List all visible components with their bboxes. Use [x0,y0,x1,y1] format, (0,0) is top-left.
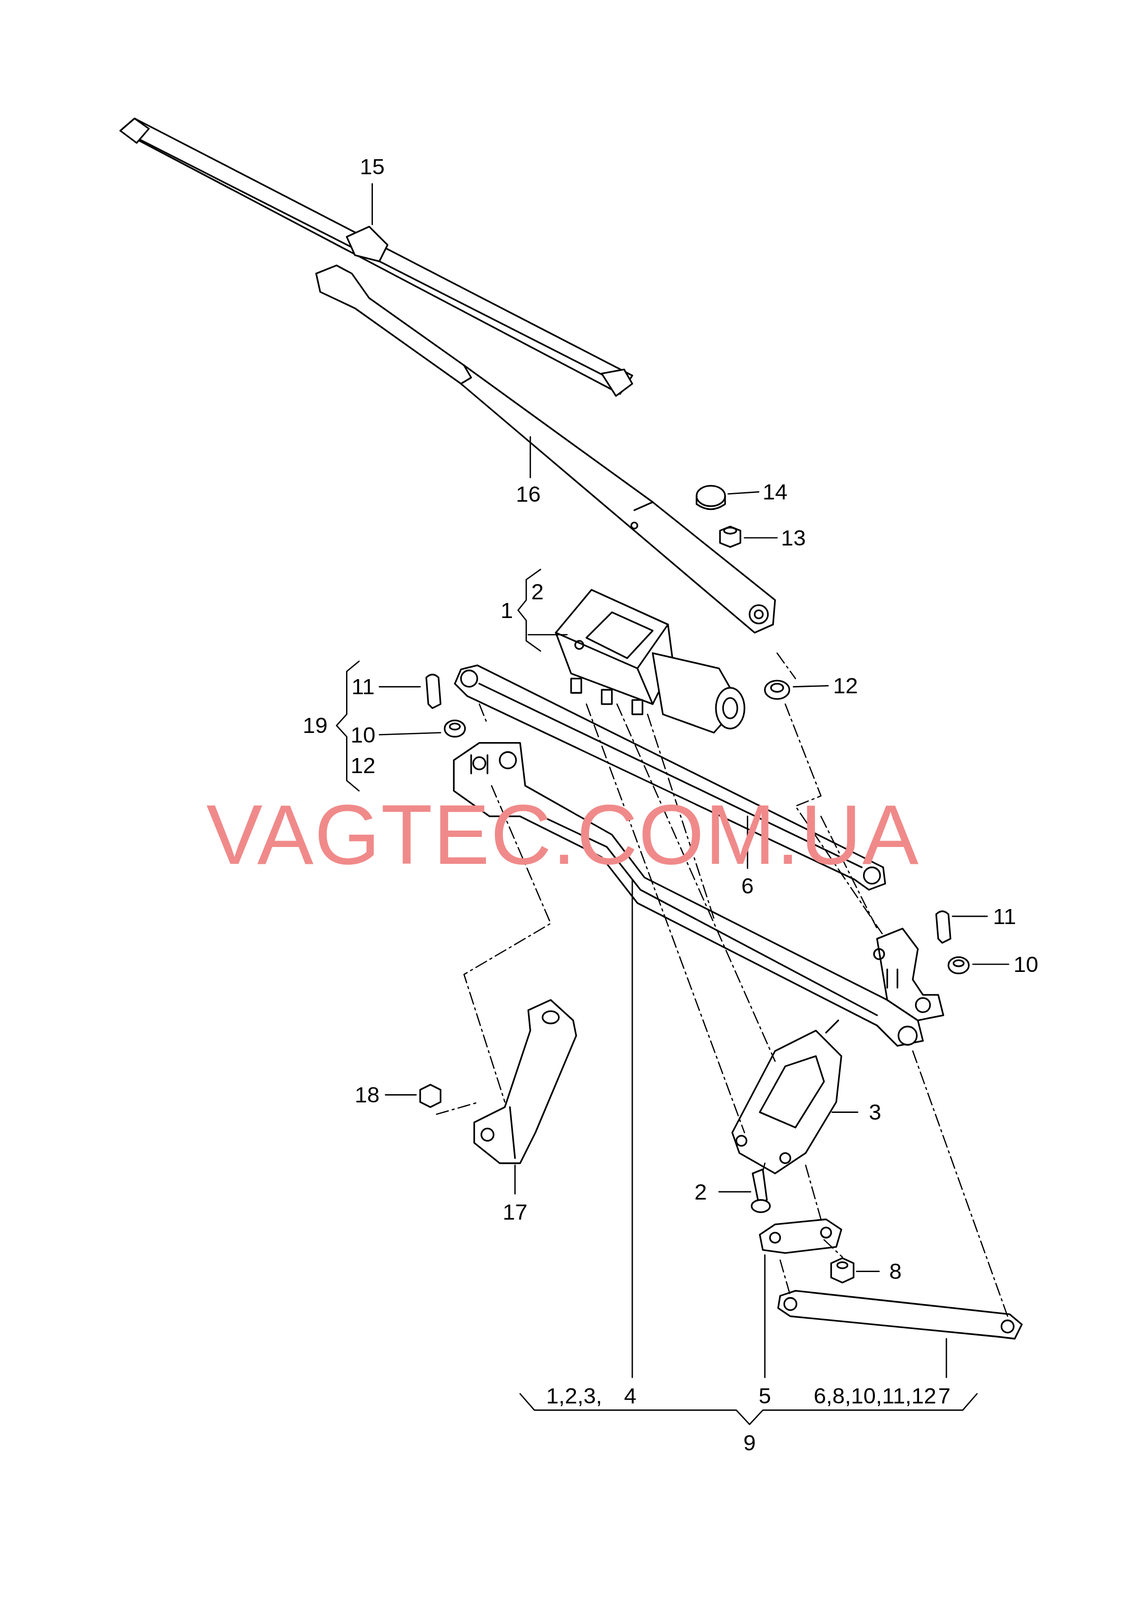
mounting-bracket [474,999,577,1163]
motor-bracket [732,1019,842,1174]
bracket [336,568,977,1424]
wiper-blade [120,118,633,396]
callout-number: 12 [832,674,859,697]
callout-number: 10 [1013,952,1039,975]
leader-line [372,183,1009,1377]
callout-number: 8 [889,1259,902,1282]
callout-number: 10 [350,723,376,746]
callout-number: 13 [780,526,807,549]
drive-rod [778,1290,1023,1339]
callout-number: 9 [743,1431,756,1454]
callout-number: 17 [502,1200,528,1223]
wiper-frame [453,742,944,1046]
callout-number: 1 [500,598,513,621]
assembly-line [436,652,1008,1316]
callout-number: 1,2,3, [546,1384,603,1407]
callout-number: 2 [694,1179,707,1203]
wiper-motor [555,589,745,733]
callout-number: 3 [868,1100,882,1123]
callout-number: 6,8,10,11,12 [813,1384,937,1407]
callout-number: 7 [938,1384,951,1407]
callout-number: 16 [515,482,541,505]
callout-number: 5 [758,1384,771,1407]
callout-number: 4 [624,1384,637,1407]
watermark: VAGTEC.COM.UA [206,791,920,877]
wiper-arm [315,265,776,633]
callout-number: 12 [350,753,376,776]
callout-number: 15 [359,155,385,178]
callout-number: 19 [302,713,328,737]
fasteners [420,485,969,1282]
crank [759,1218,842,1253]
callout-number: 11 [351,675,375,698]
callout-number: 11 [992,904,1017,927]
callout-number: 2 [531,580,544,603]
callout-number: 18 [354,1083,380,1106]
callout-number: 14 [762,480,788,503]
callout-number: 6 [741,873,754,897]
